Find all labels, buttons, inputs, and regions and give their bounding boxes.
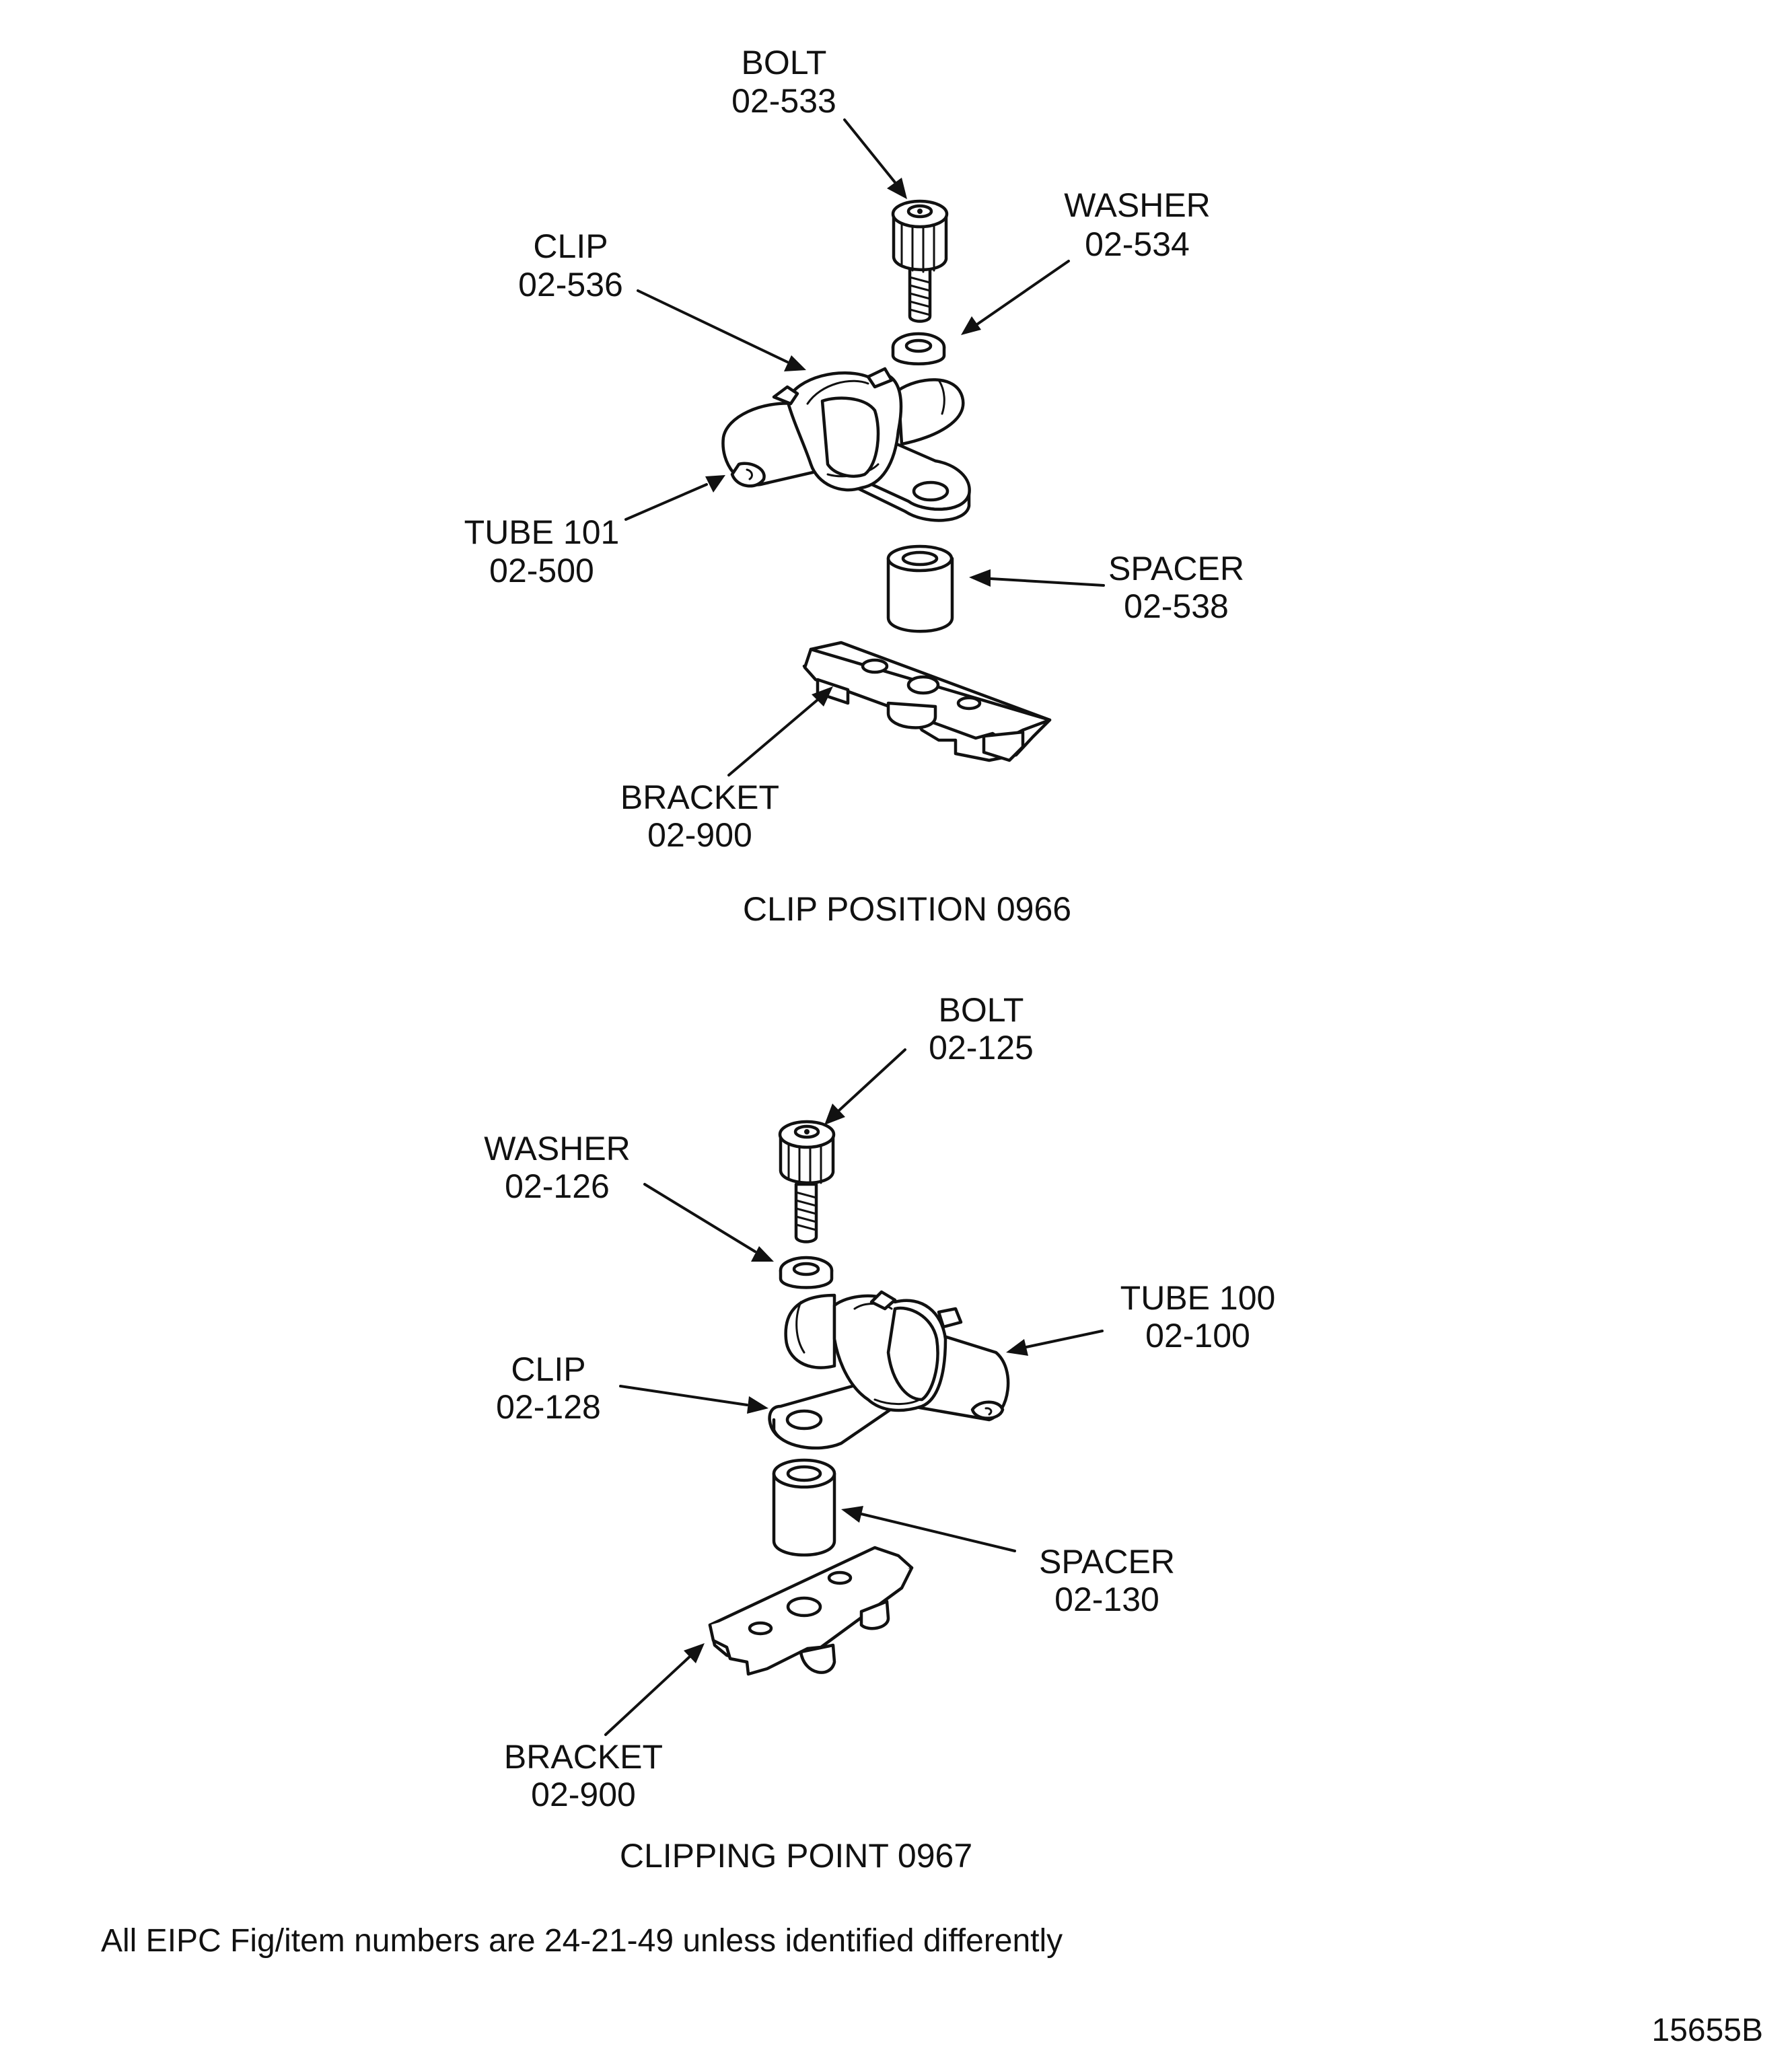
figure-id: 15655B	[1652, 2013, 1764, 2048]
bottom-washer-part	[779, 1256, 834, 1289]
top-label-bolt: BOLT 02-533	[731, 44, 836, 120]
top-label-bracket: BRACKET 02-900	[620, 779, 779, 854]
top-bracket-number: 02-900	[647, 816, 752, 854]
top-label-washer: WASHER 02-534	[1064, 186, 1211, 263]
bottom-clip-number: 02-128	[496, 1388, 601, 1426]
top-tube-clip-part	[721, 367, 971, 522]
bottom-tube-name: TUBE 100	[1120, 1279, 1276, 1317]
top-assembly-figure: BOLT 02-533 WASHER 02-534 CLIP 02-536 TU…	[464, 44, 1244, 928]
bottom-washer-number: 02-126	[505, 1167, 610, 1205]
top-clip-number: 02-536	[518, 266, 623, 303]
bottom-label-spacer: SPACER 02-130	[1039, 1543, 1175, 1618]
top-label-spacer: SPACER 02-538	[1108, 550, 1244, 625]
top-bolt-part	[891, 199, 949, 323]
top-label-tube: TUBE 101 02-500	[464, 513, 620, 589]
top-washer-number: 02-534	[1085, 225, 1190, 263]
bottom-label-clip: CLIP 02-128	[496, 1350, 601, 1426]
bottom-leader-lines	[604, 1048, 1104, 1736]
bottom-label-bracket: BRACKET 02-900	[504, 1738, 663, 1813]
bottom-tube-number: 02-100	[1145, 1317, 1250, 1354]
top-leader-lines	[624, 118, 1105, 776]
top-washer-name: WASHER	[1064, 186, 1211, 224]
bottom-figure-caption: CLIPPING POINT 0967	[620, 1837, 972, 1875]
bottom-bracket-part	[708, 1546, 914, 1676]
top-spacer-name: SPACER	[1108, 550, 1244, 587]
bottom-tube-clip-part	[768, 1290, 1010, 1450]
top-washer-part	[891, 332, 946, 365]
bottom-bolt-number: 02-125	[929, 1029, 1034, 1066]
top-bracket-part	[802, 641, 1052, 762]
bottom-spacer-number: 02-130	[1054, 1581, 1159, 1618]
top-bolt-name: BOLT	[742, 44, 827, 81]
bottom-bracket-number: 02-900	[531, 1776, 636, 1813]
bottom-clip-name: CLIP	[511, 1350, 585, 1388]
bottom-spacer-name: SPACER	[1039, 1543, 1175, 1581]
bottom-bracket-name: BRACKET	[504, 1738, 663, 1776]
bottom-washer-name: WASHER	[484, 1130, 631, 1167]
top-bolt-number: 02-533	[731, 82, 836, 120]
bottom-label-washer: WASHER 02-126	[484, 1130, 631, 1205]
bottom-label-tube: TUBE 100 02-100	[1120, 1279, 1276, 1354]
top-figure-caption: CLIP POSITION 0966	[743, 890, 1071, 928]
top-tube-number: 02-500	[489, 552, 594, 589]
top-clip-name: CLIP	[533, 227, 608, 265]
top-tube-name: TUBE 101	[464, 513, 620, 551]
bottom-bolt-part	[778, 1120, 836, 1243]
bottom-label-bolt: BOLT 02-125	[929, 991, 1034, 1066]
top-spacer-part	[886, 544, 954, 633]
top-label-clip: CLIP 02-536	[518, 227, 623, 303]
bottom-assembly-figure: BOLT 02-125 WASHER 02-126 TUBE 100 02-10…	[484, 991, 1275, 1875]
bottom-spacer-part	[772, 1458, 836, 1557]
footnote: All EIPC Fig/item numbers are 24-21-49 u…	[101, 1923, 1063, 1959]
bottom-bolt-name: BOLT	[939, 991, 1024, 1029]
top-spacer-number: 02-538	[1124, 587, 1229, 625]
top-bracket-name: BRACKET	[620, 779, 779, 816]
